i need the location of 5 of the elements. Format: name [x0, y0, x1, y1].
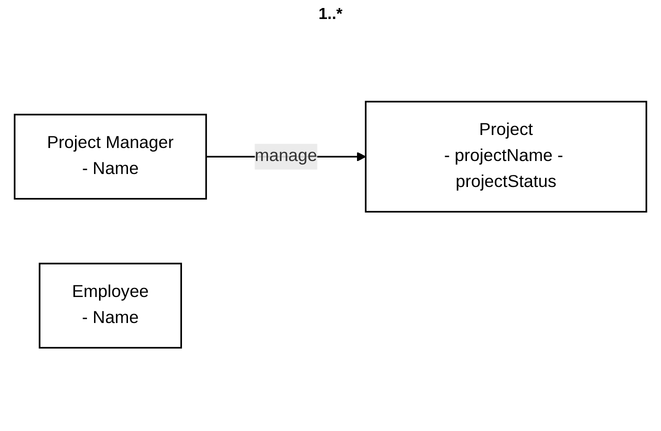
- node-box: Project - projectName - projectStatus: [364, 100, 648, 212]
- multiplicity-label: 1..*: [318, 6, 342, 24]
- node-box: Employee - Name: [38, 262, 182, 348]
- edge-label: manage: [254, 146, 318, 166]
- node-box: Project Manager - Name: [14, 114, 207, 200]
